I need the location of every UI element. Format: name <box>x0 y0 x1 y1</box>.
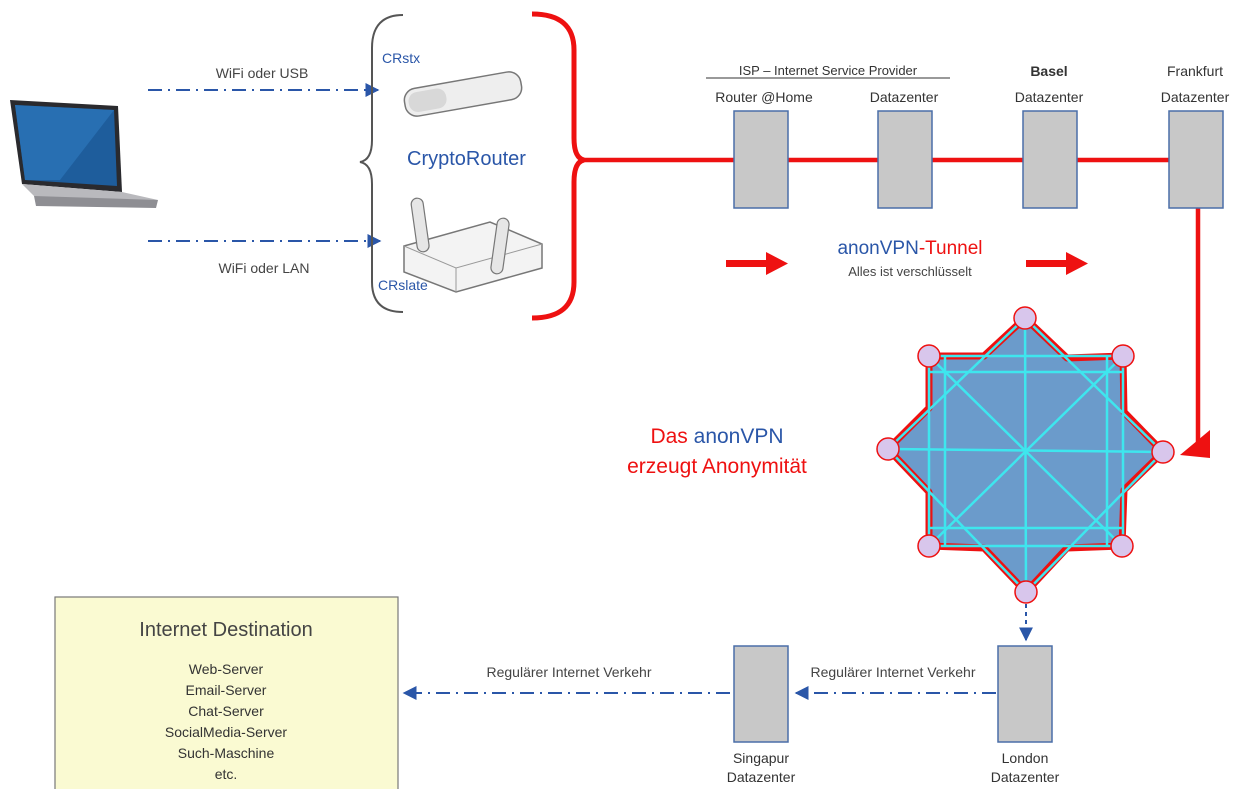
mesh-lines <box>887 317 1164 593</box>
traffic-label-right: Regulärer Internet Verkehr <box>811 664 976 680</box>
node-router-home-label: Router @Home <box>715 89 813 105</box>
mesh-node-right <box>1151 440 1175 464</box>
tunnel-subtitle: Alles ist verschlüsselt <box>848 264 972 279</box>
tunnel-title: anonVPN-Tunnel <box>837 238 982 259</box>
isp-heading: ISP – Internet Service Provider <box>739 63 918 78</box>
tunnel-title-tunnel: -Tunnel <box>919 238 983 259</box>
singapur-datazenter-label: Datazenter <box>727 769 796 785</box>
mesh-node-bottom-left <box>917 534 941 558</box>
mesh-nodes <box>876 306 1175 604</box>
destination-item: etc. <box>215 766 238 782</box>
wifi-lan-label: WiFi oder LAN <box>218 260 309 276</box>
singapur-label: Singapur <box>733 750 789 766</box>
destination-item: Email-Server <box>186 682 267 698</box>
crstx-label: CRstx <box>382 50 420 66</box>
london-datazenter-label: Datazenter <box>991 769 1060 785</box>
red-brace <box>531 11 585 321</box>
mesh-node-left <box>876 437 900 461</box>
destination-item: Chat-Server <box>188 703 264 719</box>
internet-destination-box: Internet Destination Web-Server Email-Se… <box>54 596 399 789</box>
cryptorouter-label: CryptoRouter <box>407 148 526 170</box>
node-basel-datazenter-label: Datazenter <box>1015 89 1084 105</box>
server-isp-datazenter <box>877 110 933 209</box>
destination-item: Web-Server <box>189 661 264 677</box>
left-brace <box>359 14 404 313</box>
tunnel-arrowhead <box>1180 430 1210 458</box>
anonymity-line2: erzeugt Anonymität <box>627 455 807 478</box>
router-icon <box>403 197 543 293</box>
crslate-label: CRslate <box>378 277 428 293</box>
mesh-node-top-right <box>1111 344 1135 368</box>
node-isp-datazenter-label: Datazenter <box>870 89 939 105</box>
node-basel-label: Basel <box>1030 63 1067 79</box>
usb-stick-icon <box>403 71 523 117</box>
wifi-usb-label: WiFi oder USB <box>216 65 309 81</box>
mesh-node-bottom <box>1014 580 1038 604</box>
server-singapur <box>733 645 789 743</box>
destination-title: Internet Destination <box>139 619 312 641</box>
node-frankfurt-datazenter-label: Datazenter <box>1161 89 1230 105</box>
server-basel <box>1022 110 1078 209</box>
destination-item: SocialMedia-Server <box>165 724 287 740</box>
server-router-home <box>733 110 789 209</box>
server-frankfurt <box>1168 110 1224 209</box>
vpn-mesh <box>876 306 1175 604</box>
mesh-node-top-left <box>917 344 941 368</box>
traffic-label-left: Regulärer Internet Verkehr <box>487 664 652 680</box>
tunnel-arrow-right <box>1026 252 1088 275</box>
anonymity-anonvpn: anonVPN <box>694 425 784 448</box>
server-london <box>997 645 1053 743</box>
node-frankfurt-label: Frankfurt <box>1167 63 1223 79</box>
mesh-node-bottom-right <box>1110 534 1134 558</box>
tunnel-arrow-left <box>726 252 788 275</box>
laptop-icon <box>10 100 158 208</box>
mesh-node-top <box>1013 306 1037 330</box>
anonymity-line1: Das anonVPN <box>650 425 783 448</box>
london-label: London <box>1002 750 1049 766</box>
tunnel-title-anonvpn: anonVPN <box>837 238 918 259</box>
destination-item: Such-Maschine <box>178 745 275 761</box>
anonymity-das: Das <box>650 425 693 448</box>
